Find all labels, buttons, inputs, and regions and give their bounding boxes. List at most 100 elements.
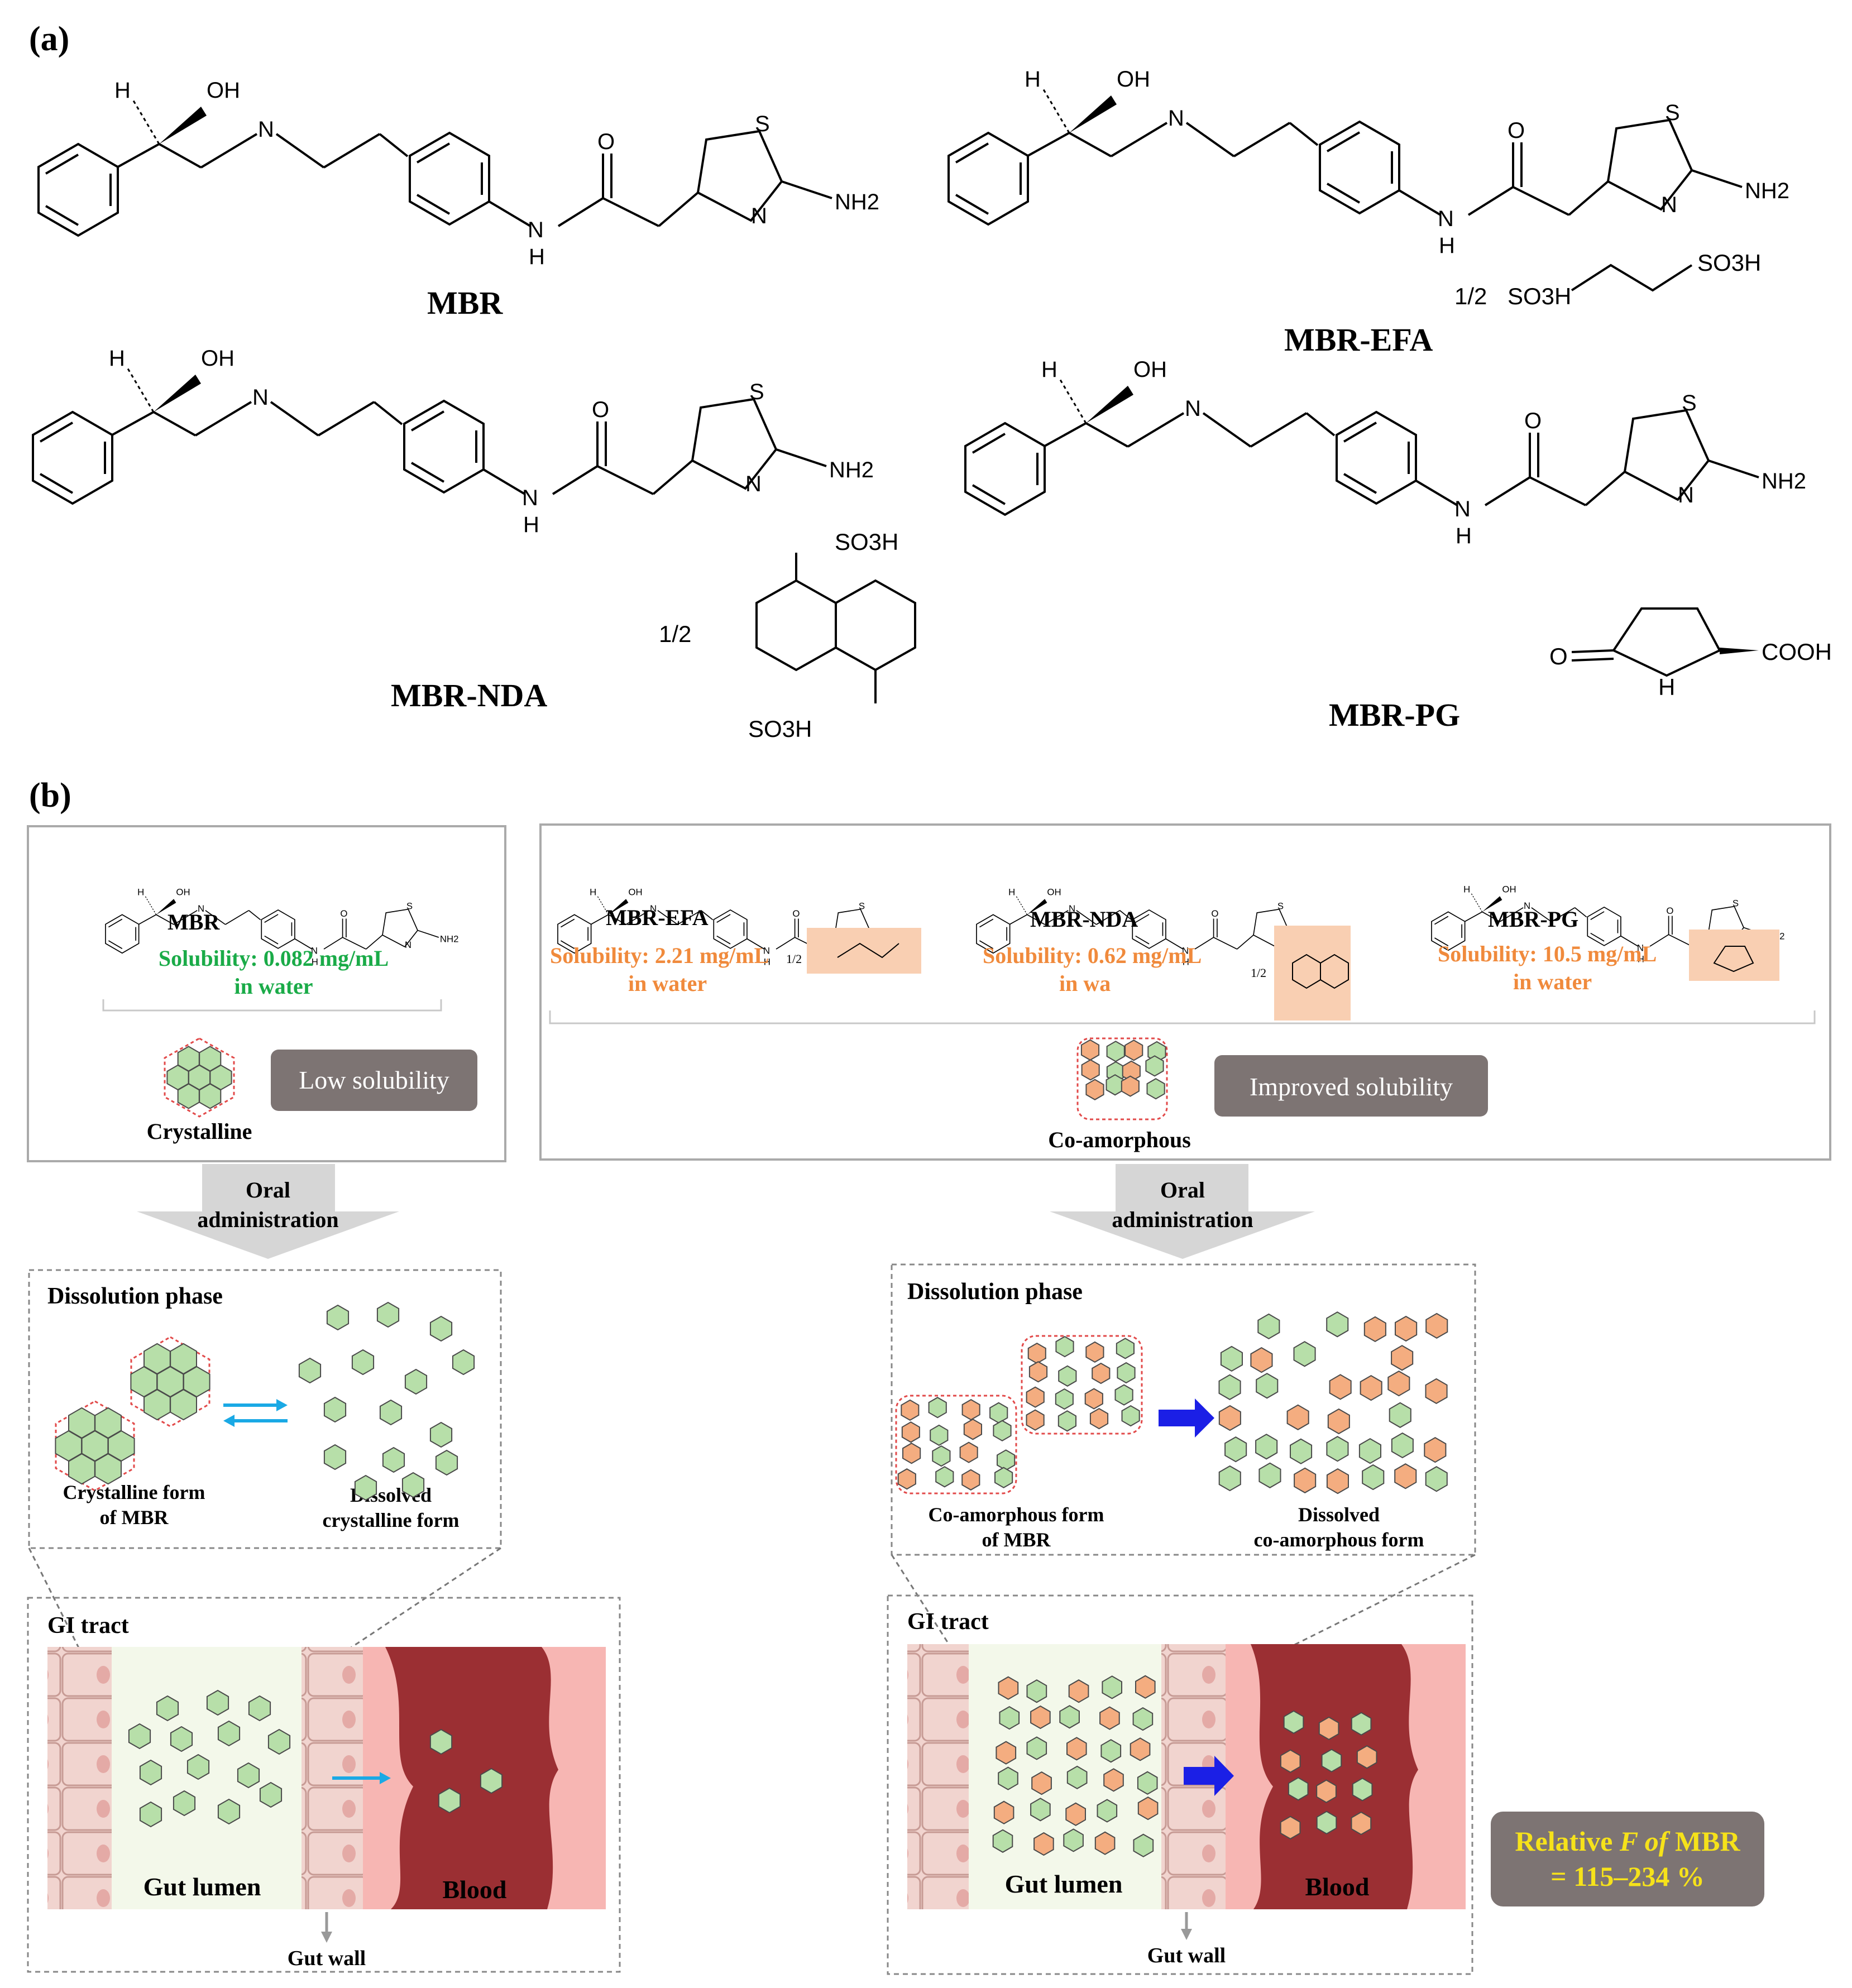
mbr-box — [27, 825, 506, 1162]
relative-f-line-2: = 115–234 % — [1550, 1861, 1705, 1892]
molecule-hexagon — [1099, 1706, 1120, 1730]
atom-n: N — [528, 218, 544, 242]
gut-wall-label-right: Gut wall — [1147, 1944, 1226, 1967]
molecule-hexagon — [1055, 1388, 1074, 1410]
molecule-hexagon — [1258, 1462, 1281, 1488]
molecule-hexagon — [170, 1726, 193, 1752]
efa-solubility: Solubility: 2.21 mg/mL — [550, 943, 769, 968]
efa-so3h-2: SO3H — [1697, 250, 1761, 276]
molecule-hexagon — [1121, 1075, 1140, 1097]
gi-title-right: GI tract — [907, 1609, 989, 1635]
nda-so3h-2: SO3H — [748, 716, 812, 742]
molecule-hexagon — [1326, 1468, 1349, 1494]
molecule-hexagon — [1356, 1745, 1377, 1769]
molecule-hexagon — [1028, 1361, 1048, 1383]
molecule-hexagon — [237, 1762, 260, 1789]
molecule-hexagon — [1089, 1407, 1109, 1430]
molecule-hexagon — [1026, 1409, 1045, 1431]
coamorph-cluster-1 — [895, 1395, 1017, 1494]
molecule-hexagon — [998, 1676, 1019, 1700]
zoom-line — [1178, 1554, 1476, 1704]
efa-small-prefix: 1/2 — [786, 952, 802, 966]
nda-solubility: Solubility: 0.62 mg/mL — [983, 943, 1202, 968]
molecule-hexagon — [932, 1445, 951, 1467]
molecule-hexagon — [994, 1467, 1013, 1488]
gi-title-left: GI tract — [47, 1613, 129, 1639]
gut-wall-label-left: Gut wall — [288, 1947, 366, 1970]
gut-wall-cells-left-1 — [47, 1647, 112, 1909]
molecule-hexagon — [1084, 1388, 1103, 1410]
dissolved-coamorphous-caption-1: Dissolved — [1298, 1503, 1380, 1526]
molecule-hexagon — [139, 1759, 162, 1786]
molecule-hexagon — [267, 1728, 291, 1755]
molecule-hexagon — [961, 1469, 980, 1491]
molecule-hexagon — [1280, 1749, 1301, 1773]
molecule-hexagon — [993, 1420, 1012, 1441]
crystalline-label: Crystalline — [147, 1119, 252, 1144]
blood-label-left: Blood — [442, 1875, 506, 1904]
molecule-hexagon — [989, 1402, 1008, 1424]
coamorphous-cluster — [1076, 1037, 1168, 1120]
coamorph-cluster-2 — [1021, 1335, 1143, 1435]
molecule-hexagon — [429, 1728, 453, 1755]
molecule-hexagon — [1424, 1436, 1447, 1463]
blood-right — [1251, 1644, 1418, 1909]
gi-box-left — [27, 1597, 621, 1973]
molecule-hexagon — [1026, 1736, 1047, 1760]
nda-small-label: MBR-NDA — [1030, 907, 1138, 932]
efa-small-chain — [837, 942, 899, 959]
molecule-hexagon — [961, 1398, 980, 1421]
molecule-hexagon — [323, 1396, 347, 1423]
dissolution-box-left — [28, 1269, 502, 1549]
atom-h: H — [529, 245, 545, 269]
molecule-hexagon — [1031, 1771, 1052, 1795]
molecule-hexagon — [1290, 1438, 1313, 1464]
molecule-hexagon — [177, 1083, 200, 1109]
molecule-hexagon — [959, 1441, 978, 1463]
molecule-hexagon — [1135, 1675, 1156, 1699]
absorption-arrow-right — [1184, 1756, 1234, 1796]
low-solubility-badge — [271, 1050, 477, 1111]
molecule-hexagon — [1351, 1811, 1372, 1836]
molecule-hexagon — [1030, 1798, 1051, 1822]
molecule-hexagon — [1057, 1410, 1076, 1432]
nda-solubility-unit: in wa — [1059, 971, 1111, 996]
nda-coformer-box — [1274, 926, 1351, 1021]
molecule-hexagon — [1033, 1832, 1054, 1856]
coamorphous-form-caption-1: Co-amorphous form — [929, 1503, 1104, 1526]
improved-solubility-badge — [1214, 1055, 1488, 1117]
molecule-hexagon — [1121, 1405, 1140, 1427]
nda-small-prefix: 1/2 — [1251, 966, 1266, 980]
molecule-hexagon — [1250, 1347, 1273, 1373]
crystalline-form-caption-1: Crystalline form — [63, 1481, 205, 1503]
nda-naphthalene — [755, 553, 916, 703]
molecule-hexagon — [1218, 1374, 1241, 1400]
molecule-hexagon — [404, 1368, 428, 1395]
gut-lumen-label-right: Gut lumen — [1005, 1870, 1123, 1898]
dissolved-crystalline-caption-2: crystalline form — [323, 1509, 460, 1531]
right-brace — [549, 1010, 1816, 1024]
molecule-hexagon — [156, 1695, 179, 1722]
molecule-hexagon — [1425, 1312, 1448, 1339]
molecule-hexagon — [354, 1474, 377, 1501]
molecule-hexagon — [901, 1399, 920, 1421]
molecule-hexagon — [177, 1046, 200, 1072]
molecule-hexagon — [170, 1388, 197, 1421]
molecule-hexagon — [1293, 1341, 1316, 1367]
molecule-hexagon — [1351, 1712, 1372, 1736]
efa-counter-prefix: 1/2 — [1454, 283, 1487, 309]
molecule-hexagon — [298, 1357, 322, 1384]
molecule-mbr-pg — [965, 357, 1806, 548]
molecule-hexagon — [1068, 1679, 1089, 1703]
molecule-hexagon — [1425, 1378, 1448, 1405]
molecule-hexagon — [452, 1349, 475, 1376]
molecule-hexagon — [379, 1399, 403, 1426]
efa-coformer-box — [807, 928, 921, 974]
molecule-hexagon — [1316, 1810, 1337, 1834]
absorption-arrow-left — [332, 1772, 391, 1784]
molecule-hexagon — [996, 1741, 1017, 1765]
crystalline-cluster — [164, 1037, 235, 1118]
molecule-hexagon — [902, 1443, 921, 1464]
molecule-hexagon — [94, 1407, 122, 1439]
crystal-lattice-1 — [130, 1336, 210, 1427]
